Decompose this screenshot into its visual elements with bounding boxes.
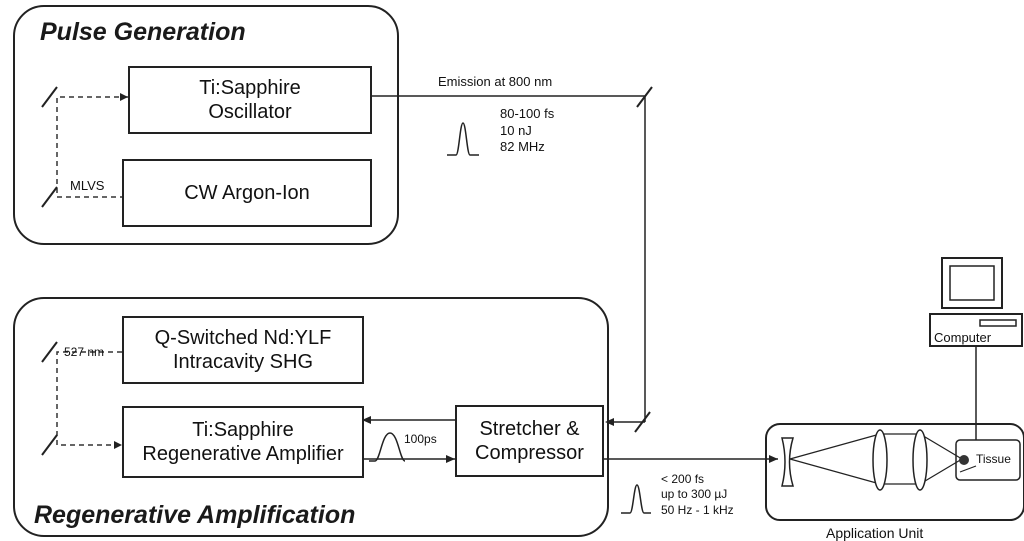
mirror-pump-top	[41, 341, 58, 363]
regenerative-amplification-title: Regenerative Amplification	[34, 501, 356, 529]
stretcher-to-amplifier-arrow	[362, 416, 371, 424]
regenerative-amplifier-block: Ti:Sapphire Regenerative Amplifier	[122, 406, 364, 478]
oscillator-pump-arrow	[120, 93, 128, 101]
computer-drive-slot	[979, 319, 1017, 327]
tissue-box	[955, 439, 1021, 481]
output-pulse-icon	[621, 484, 651, 514]
tissue-stage	[959, 465, 977, 473]
output-beam-arrow	[769, 455, 778, 463]
pulse-generation-frame	[13, 5, 399, 245]
stretcher-compressor-block: Stretcher & Compressor	[455, 405, 604, 477]
cw-argon-ion-block: CW Argon-Ion	[122, 159, 372, 227]
focusing-lens-2-icon	[912, 429, 928, 491]
focusing-lens-1-icon	[872, 429, 888, 491]
mirror-oscillator-bottom	[41, 186, 58, 208]
application-unit-label: Application Unit	[826, 525, 924, 541]
oscillator-pump-path	[56, 96, 128, 198]
beam-envelope-upper	[789, 433, 963, 460]
stretched-pulse-label: 100ps	[404, 432, 437, 446]
beam-to-stretcher-arrow	[605, 418, 614, 426]
stretched-pulse-icon	[369, 432, 406, 462]
computer-screen	[949, 265, 995, 301]
pump-wavelength-label: 527 nm	[64, 345, 105, 359]
pulse-generation-title: Pulse Generation	[40, 18, 246, 46]
diverging-lens-icon	[781, 437, 794, 487]
output-pulse-specs: < 200 fs up to 300 µJ 50 Hz - 1 kHz	[661, 472, 734, 517]
oscillator-pulse-icon	[447, 122, 479, 156]
mlvs-label: MLVS	[70, 178, 105, 193]
application-unit-frame	[765, 423, 1024, 521]
mirror-oscillator-top	[41, 86, 58, 108]
amplifier-pump-arrow	[114, 441, 122, 449]
q-switched-nd-ylf-block: Q-Switched Nd:YLF Intracavity SHG	[122, 316, 364, 384]
amplifier-to-compressor-arrow	[446, 455, 455, 463]
oscillator-pulse-specs: 80-100 fs 10 nJ 82 MHz	[500, 106, 555, 155]
ti-sapphire-oscillator-block: Ti:Sapphire Oscillator	[128, 66, 372, 134]
computer-label: Computer	[934, 330, 992, 345]
emission-label: Emission at 800 nm	[438, 74, 553, 89]
regenerative-amplification-frame	[13, 297, 609, 537]
q-switched-pump-path	[56, 351, 122, 446]
beam-envelope-lower	[789, 458, 963, 485]
tissue-label: Tissue	[976, 452, 1011, 466]
tissue-sample-icon	[959, 455, 969, 465]
mirror-pump-bottom	[41, 434, 58, 456]
